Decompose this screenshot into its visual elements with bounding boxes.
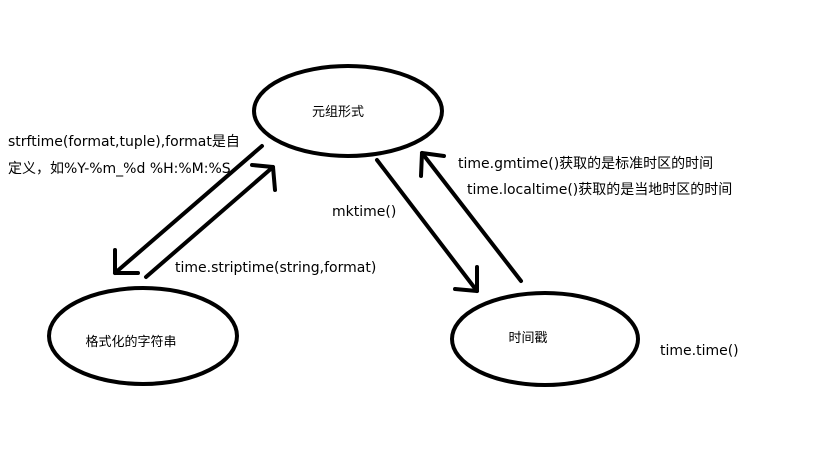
node-tuple-ellipse [252,64,444,158]
label-strftime-line1: strftime(format,tuple),format是自 [8,134,240,150]
arrow-strptime-shaft [144,165,275,279]
node-timestamp: 时间戳 [450,291,640,387]
arrow-strftime-shaft [113,144,264,275]
node-string-label: 格式化的字符串 [85,334,176,350]
label-localtime: time.localtime()获取的是当地时区的时间 [467,182,732,198]
node-tuple-label: 元组形式 [312,105,364,120]
arrow-gmtime-localtime [419,151,523,283]
label-strftime-line2: 定义，如%Y-%m_%d %H:%M:%S [8,161,231,177]
arrow-gmtime-localtime-shaft [420,151,523,283]
arrow-strftime [113,144,264,275]
node-timestamp-label: 时间戳 [508,331,547,346]
label-strptime: time.striptime(string,format) [175,260,376,276]
arrow-mktime-head [453,265,479,293]
arrow-mktime-shaft [375,158,479,293]
arrow-strftime-head [113,248,140,275]
label-mktime: mktime() [332,204,396,220]
label-time-time: time.time() [660,343,739,359]
node-string-ellipse [47,286,239,386]
arrow-strptime [144,163,277,279]
node-timestamp-ellipse [450,291,640,387]
label-gmtime: time.gmtime()获取的是标准时区的时间 [458,156,713,172]
arrow-strptime-head [250,163,277,192]
node-tuple: 元组形式 [252,64,444,158]
node-string: 格式化的字符串 [47,286,239,386]
arrow-mktime [375,158,479,293]
arrow-gmtime-localtime-head [419,151,446,178]
